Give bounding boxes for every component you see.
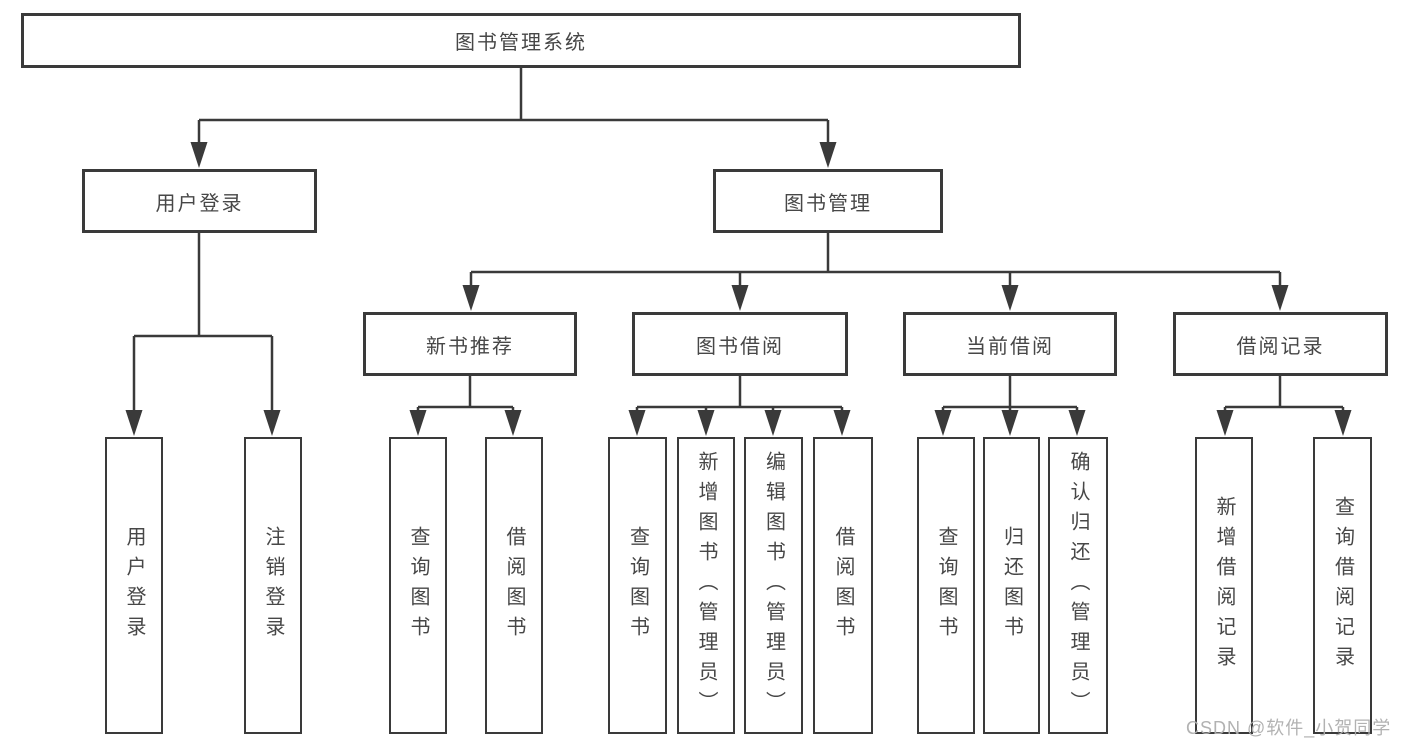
leaf-return-books-label: 归还图书 xyxy=(1000,525,1023,646)
leaf-confirm-return-admin-label: 确认归还（管理员） xyxy=(1067,450,1089,721)
leaf-query-borrow-record: 查询借阅记录 xyxy=(1313,437,1372,734)
node-user-login: 用户登录 xyxy=(82,169,317,233)
node-book-management: 图书管理 xyxy=(713,169,943,233)
leaf-borrow-books-2-label: 借阅图书 xyxy=(832,525,854,646)
leaf-add-books-admin-label: 新增图书（管理员） xyxy=(695,450,717,721)
leaf-edit-books-admin-label: 编辑图书（管理员） xyxy=(762,450,785,721)
leaf-return-books: 归还图书 xyxy=(983,437,1040,734)
leaf-user-login-label: 用户登录 xyxy=(123,525,145,646)
leaf-query-books-1-label: 查询图书 xyxy=(407,525,429,646)
leaf-add-books-admin: 新增图书（管理员） xyxy=(677,437,735,734)
leaf-user-login: 用户登录 xyxy=(105,437,163,734)
leaf-query-books-3-label: 查询图书 xyxy=(935,525,957,646)
leaf-borrow-books-1: 借阅图书 xyxy=(485,437,543,734)
node-current-borrow-label: 当前借阅 xyxy=(966,335,1054,358)
leaf-logout: 注销登录 xyxy=(244,437,302,734)
leaf-query-books-2: 查询图书 xyxy=(608,437,667,734)
node-root-label: 图书管理系统 xyxy=(455,32,587,54)
node-borrow-records-label: 借阅记录 xyxy=(1236,335,1325,358)
node-new-book-recommend-label: 新书推荐 xyxy=(426,335,514,358)
leaf-query-books-3: 查询图书 xyxy=(917,437,975,734)
leaf-add-borrow-record: 新增借阅记录 xyxy=(1195,437,1253,734)
leaf-query-books-1: 查询图书 xyxy=(389,437,447,734)
leaf-confirm-return-admin: 确认归还（管理员） xyxy=(1048,437,1108,734)
leaf-logout-label: 注销登录 xyxy=(262,525,284,646)
node-borrow-records: 借阅记录 xyxy=(1173,312,1388,376)
node-book-management-label: 图书管理 xyxy=(784,192,872,215)
leaf-borrow-books-2: 借阅图书 xyxy=(813,437,873,734)
node-user-login-label: 用户登录 xyxy=(155,192,244,215)
node-current-borrow: 当前借阅 xyxy=(903,312,1117,376)
leaf-query-borrow-record-label: 查询借阅记录 xyxy=(1331,495,1354,676)
leaf-edit-books-admin: 编辑图书（管理员） xyxy=(744,437,803,734)
node-new-book-recommend: 新书推荐 xyxy=(363,312,577,376)
node-root-system: 图书管理系统 xyxy=(21,13,1021,68)
leaf-borrow-books-1-label: 借阅图书 xyxy=(503,525,525,646)
node-book-borrow: 图书借阅 xyxy=(632,312,848,376)
leaf-query-books-2-label: 查询图书 xyxy=(626,525,649,646)
node-book-borrow-label: 图书借阅 xyxy=(696,335,784,358)
connector-shafts xyxy=(132,68,1345,420)
arrowheads xyxy=(125,142,1352,436)
leaf-add-borrow-record-label: 新增借阅记录 xyxy=(1213,495,1235,676)
